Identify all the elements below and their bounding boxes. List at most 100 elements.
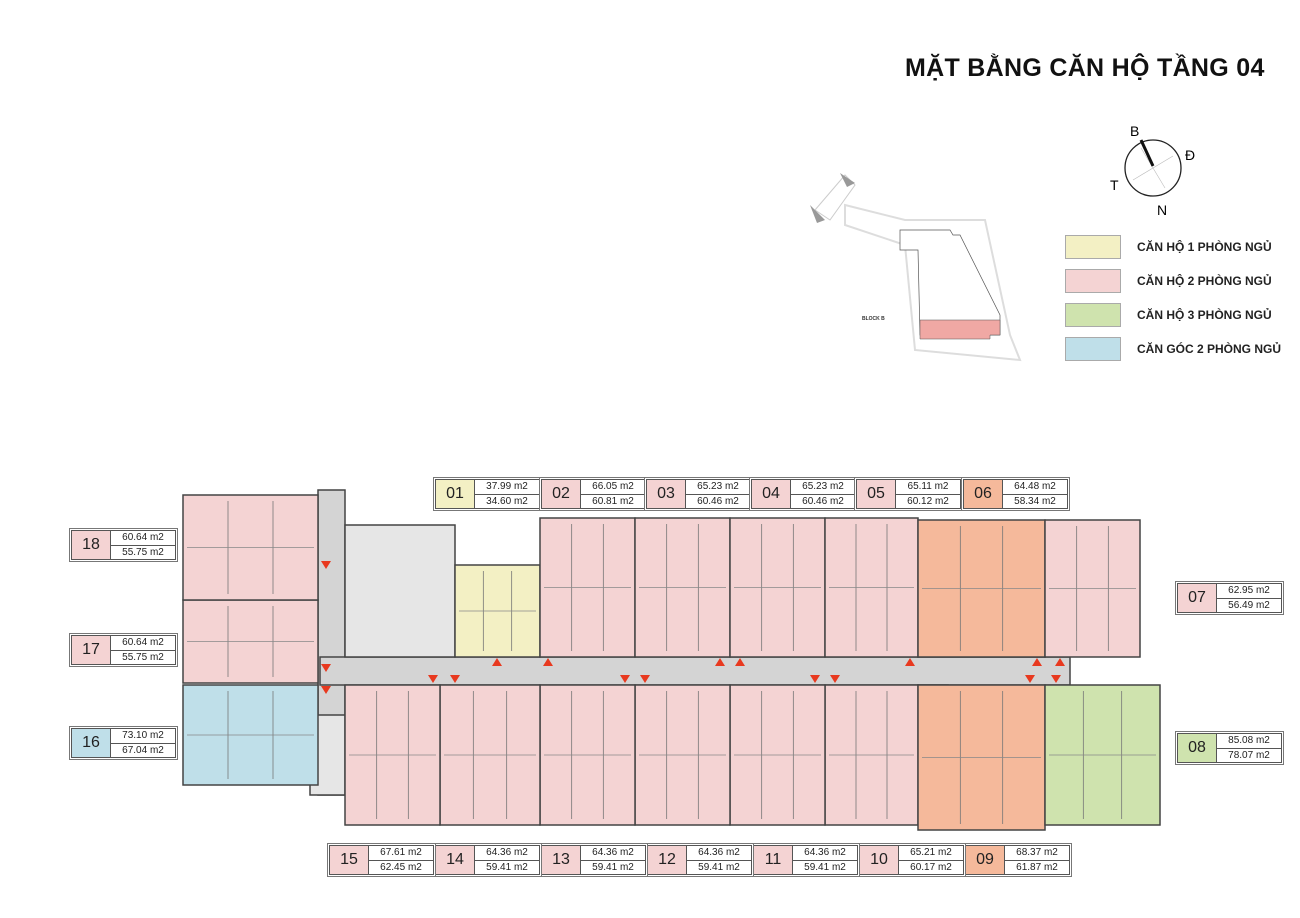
unit-number: 03 [647,480,686,508]
unit-gross-area: 65.23 m2 [791,480,855,495]
unit-label-03: 03 65.23 m2 60.46 m2 [646,479,751,509]
unit-label-04: 04 65.23 m2 60.46 m2 [751,479,856,509]
unit-number: 05 [857,480,896,508]
unit-number: 11 [754,846,793,874]
unit-number: 02 [542,480,581,508]
unit-number: 07 [1178,584,1217,612]
legend-swatch [1065,303,1121,327]
unit-label-12: 12 64.36 m2 59.41 m2 [647,845,752,875]
unit-label-16: 16 73.10 m2 67.04 m2 [71,728,176,758]
unit-number: 15 [330,846,369,874]
compass-west: T [1110,177,1119,193]
unit-gross-area: 37.99 m2 [475,480,539,495]
unit-number: 10 [860,846,899,874]
entrance-marker-icon [321,664,331,672]
legend-item: CĂN HỘ 3 PHÒNG NGỦ [1065,303,1272,327]
entrance-marker-icon [321,686,331,694]
unit-number: 09 [966,846,1005,874]
unit-gross-area: 67.61 m2 [369,846,433,861]
unit-net-area: 60.17 m2 [910,861,952,873]
unit-gross-area: 64.48 m2 [1003,480,1067,495]
unit-label-11: 11 64.36 m2 59.41 m2 [753,845,858,875]
unit-gross-area: 64.36 m2 [475,846,539,861]
entrance-marker-icon [1032,658,1042,666]
unit-gross-area: 64.36 m2 [687,846,751,861]
entrance-marker-icon [450,675,460,683]
unit-label-06: 06 64.48 m2 58.34 m2 [963,479,1068,509]
unit-number: 06 [964,480,1003,508]
compass-icon: B Đ T N [1110,123,1195,218]
legend-label: CĂN HỘ 1 PHÒNG NGỦ [1137,240,1272,254]
compass-south: N [1157,202,1167,218]
entrance-marker-icon [830,675,840,683]
unit-net-area: 59.41 m2 [698,861,740,873]
unit-label-01: 01 37.99 m2 34.60 m2 [435,479,540,509]
unit-gross-area: 66.05 m2 [581,480,645,495]
legend-item: CĂN GÓC 2 PHÒNG NGỦ [1065,337,1281,361]
compass-north: B [1130,123,1139,139]
legend-swatch [1065,235,1121,259]
entrance-marker-icon [715,658,725,666]
legend-label: CĂN HỘ 3 PHÒNG NGỦ [1137,308,1272,322]
unit-net-area: 60.46 m2 [697,495,739,507]
unit-number: 04 [752,480,791,508]
entrance-marker-icon [492,658,502,666]
unit-label-17: 17 60.64 m2 55.75 m2 [71,635,176,665]
unit-net-area: 61.87 m2 [1016,861,1058,873]
unit-gross-area: 65.11 m2 [896,480,960,495]
legend-label: CĂN HỘ 2 PHÒNG NGỦ [1137,274,1272,288]
unit-label-02: 02 66.05 m2 60.81 m2 [541,479,646,509]
unit-label-14: 14 64.36 m2 59.41 m2 [435,845,540,875]
unit-gross-area: 62.95 m2 [1217,584,1281,599]
unit-label-05: 05 65.11 m2 60.12 m2 [856,479,961,509]
legend-swatch [1065,337,1121,361]
unit-gross-area: 64.36 m2 [793,846,857,861]
unit-net-area: 55.75 m2 [122,546,164,558]
unit-net-area: 59.41 m2 [592,861,634,873]
unit-net-area: 34.60 m2 [486,495,528,507]
entrance-marker-icon [543,658,553,666]
unit-gross-area: 65.23 m2 [686,480,750,495]
entrance-marker-icon [735,658,745,666]
compass-east: Đ [1185,147,1195,163]
unit-net-area: 62.45 m2 [380,861,422,873]
unit-label-10: 10 65.21 m2 60.17 m2 [859,845,964,875]
unit-net-area: 56.49 m2 [1228,599,1270,611]
stair-elevator-core [344,524,456,658]
unit-net-area: 60.12 m2 [907,495,949,507]
unit-number: 08 [1178,734,1217,762]
unit-number: 16 [72,729,111,757]
entrance-marker-icon [1051,675,1061,683]
unit-number: 01 [436,480,475,508]
unit-net-area: 59.41 m2 [486,861,528,873]
unit-net-area: 58.34 m2 [1014,495,1056,507]
unit-gross-area: 64.36 m2 [581,846,645,861]
unit-gross-area: 68.37 m2 [1005,846,1069,861]
unit-label-18: 18 60.64 m2 55.75 m2 [71,530,176,560]
entrance-marker-icon [640,675,650,683]
entrance-marker-icon [1025,675,1035,683]
unit-label-08: 08 85.08 m2 78.07 m2 [1177,733,1282,763]
unit-number: 17 [72,636,111,664]
unit-label-09: 09 68.37 m2 61.87 m2 [965,845,1070,875]
unit-net-area: 78.07 m2 [1228,749,1270,761]
entrance-marker-icon [905,658,915,666]
legend-label: CĂN GÓC 2 PHÒNG NGỦ [1137,342,1282,356]
entrance-marker-icon [321,561,331,569]
page-title: MẶT BẰNG CĂN HỘ TẦNG 04 [905,54,1265,82]
unit-gross-area: 85.08 m2 [1217,734,1281,749]
site-plan-map [810,173,1022,362]
unit-net-area: 55.75 m2 [122,651,164,663]
unit-gross-area: 60.64 m2 [111,531,175,546]
unit-number: 14 [436,846,475,874]
unit-gross-area: 65.21 m2 [899,846,963,861]
legend-item: CĂN HỘ 1 PHÒNG NGỦ [1065,235,1272,259]
unit-net-area: 60.46 m2 [802,495,844,507]
unit-gross-area: 73.10 m2 [111,729,175,744]
unit-label-13: 13 64.36 m2 59.41 m2 [541,845,646,875]
unit-number: 12 [648,846,687,874]
unit-number: 13 [542,846,581,874]
unit-label-15: 15 67.61 m2 62.45 m2 [329,845,434,875]
legend-swatch [1065,269,1121,293]
block-label: BLOCK B [862,316,885,322]
